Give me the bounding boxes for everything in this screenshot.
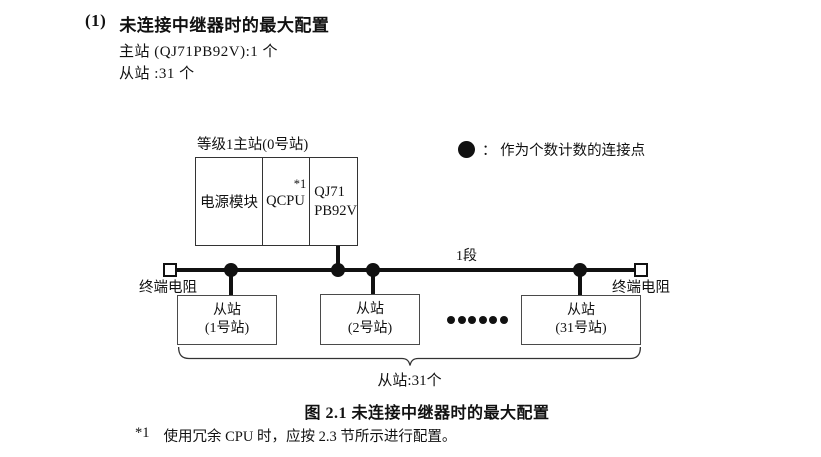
slave-label: 从站	[356, 302, 384, 318]
footnote-ref-marker: *1	[293, 177, 307, 191]
legend-text: ： 作为个数计数的连接点	[482, 143, 646, 159]
slave-station-box-2: 从站 (2号站)	[320, 294, 420, 345]
footnote-text: 使用冗余 CPU 时，应按 2.3 节所示进行配置。	[163, 429, 457, 445]
section-title: 未连接中继器时的最大配置	[119, 16, 330, 35]
connection-dot	[366, 263, 380, 277]
slave-count-line: 从站 :31 个	[119, 66, 195, 82]
slave-station-box-31: 从站 (31号站)	[521, 295, 641, 345]
slave31-drop-line	[578, 271, 582, 296]
bus-line	[169, 268, 641, 272]
footnote: *1 使用冗余 CPU 时，应按 2.3 节所示进行配置。	[135, 425, 456, 446]
master-count-line: 主站 (QJ71PB92V):1 个	[119, 44, 279, 60]
qcpu-label: QCPU	[266, 193, 305, 209]
left-terminator-icon	[163, 263, 177, 277]
legend: ： 作为个数计数的连接点	[458, 139, 645, 160]
section-index: (1)	[85, 11, 107, 30]
left-terminator-label: 终端电阻	[139, 280, 197, 296]
right-terminator-label: 终端电阻	[612, 280, 670, 296]
slave-station-box-1: 从站 (1号站)	[177, 295, 277, 345]
ellipsis-dots	[447, 316, 508, 324]
pb92v-cell: QJ71 PB92V	[314, 183, 357, 219]
figure-caption: 图 2.1 未连接中继器时的最大配置	[304, 405, 550, 422]
connection-dot	[331, 263, 345, 277]
power-module-cell: 电源模块	[196, 158, 264, 245]
qcpu-cell: *1 QCPU	[263, 158, 311, 245]
connection-dot-icon	[458, 141, 475, 158]
footnote-marker: *1	[135, 425, 150, 441]
master-station-label: 等级1主站(0号站)	[197, 137, 309, 153]
slave1-drop-line	[229, 271, 233, 296]
master-station-box: 电源模块 *1 QCPU QJ71 PB92V	[195, 157, 358, 246]
segment-label: 1段	[456, 249, 477, 264]
slave2-drop-line	[371, 271, 375, 295]
brace-label: 从站:31个	[377, 373, 442, 389]
master-drop-line	[336, 246, 340, 270]
brace	[178, 347, 641, 366]
slave-station-number: (1号站)	[204, 321, 250, 336]
right-terminator-icon	[634, 263, 648, 277]
slave-station-number: (2号站)	[347, 320, 393, 336]
connection-dot	[573, 263, 587, 277]
connection-dot	[224, 263, 238, 277]
slave-station-number: (31号站)	[555, 321, 607, 336]
slave-label: 从站	[567, 302, 595, 318]
section-heading: (1) 未连接中继器时的最大配置	[85, 11, 329, 36]
slave-label: 从站	[213, 302, 241, 318]
